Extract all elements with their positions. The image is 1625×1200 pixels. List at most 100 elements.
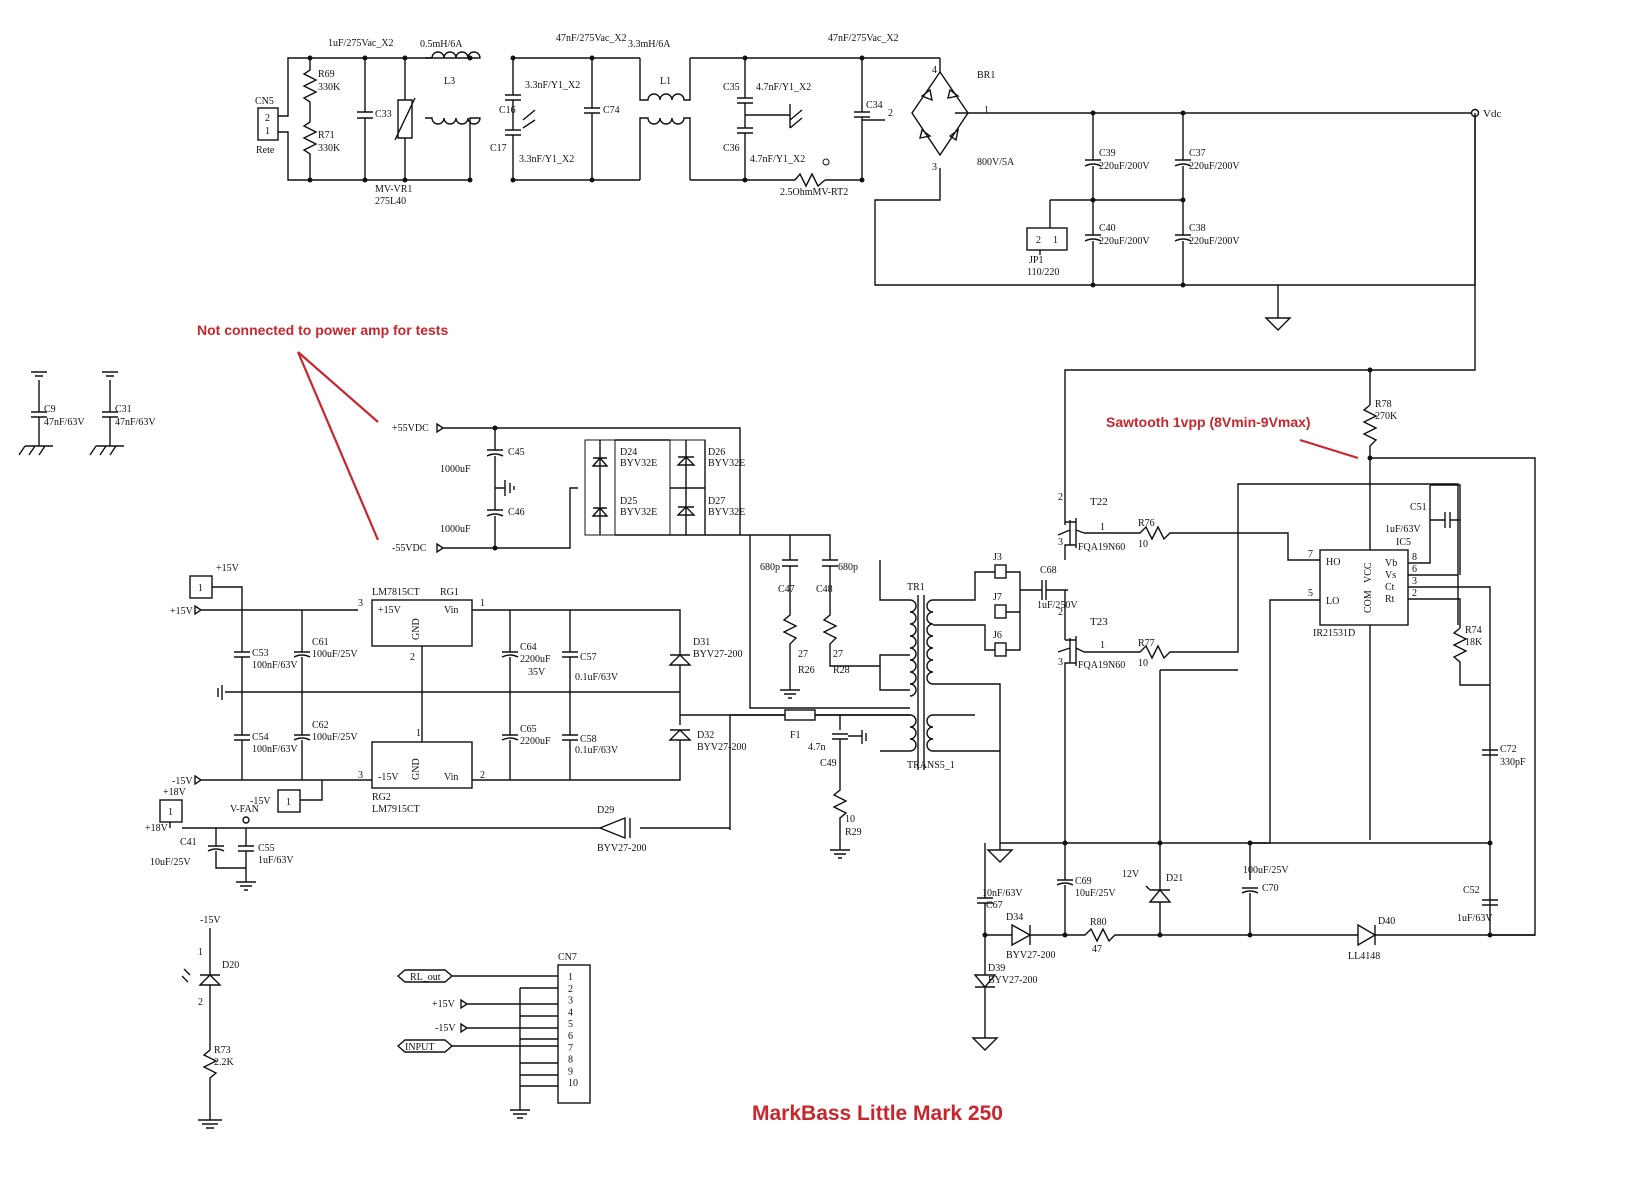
input-label: INPUT xyxy=(405,1042,434,1053)
c67-value: 10nF/63V xyxy=(982,888,1023,899)
c70-label: C70 xyxy=(1262,883,1279,894)
c31-cap xyxy=(89,371,124,456)
low-side-ground-bus xyxy=(986,842,1490,880)
r73-label: R73 xyxy=(214,1045,231,1056)
not-connected-annotation: Not connected to power amp for tests xyxy=(197,322,448,338)
ic5-ho-pin: HO xyxy=(1326,557,1340,568)
cn7-pin-8: 8 xyxy=(568,1055,573,1066)
c-top2-value: 47nF/275Vac_X2 xyxy=(556,33,627,44)
r69-value: 330K xyxy=(318,82,341,93)
c57-c58-caps xyxy=(562,610,578,780)
r77-gate-path xyxy=(1084,483,1459,660)
c37-label: C37 xyxy=(1189,148,1206,159)
c64-c65-caps xyxy=(501,610,519,780)
snubber-ground-icon xyxy=(780,689,800,699)
rl-out-label: RL_out xyxy=(410,972,441,983)
j7-label: J7 xyxy=(993,592,1002,603)
d26-d27-diodes xyxy=(670,440,705,535)
t22-pin-g: 1 xyxy=(1100,522,1105,533)
r78-label: R78 xyxy=(1375,399,1392,410)
trans-label: TRANS5_1 xyxy=(907,760,955,771)
c51-label: C51 xyxy=(1410,502,1427,513)
c74-cap xyxy=(584,58,600,180)
p15-connector-wire xyxy=(212,586,358,611)
n15-connector-label: -15V xyxy=(250,796,271,807)
c54-value: 100nF/63V xyxy=(252,744,298,755)
c9-value: 47nF/63V xyxy=(44,417,85,428)
led-light-icon xyxy=(181,968,191,983)
rg2-gnd-label: GND xyxy=(411,758,422,780)
n15-connector-wire xyxy=(300,780,323,801)
c41-c55-caps xyxy=(207,828,256,891)
t22-pin-d: 2 xyxy=(1058,492,1063,503)
c58-value: 0.1uF/63V xyxy=(575,745,619,756)
cn7-pin-2: 2 xyxy=(568,984,573,995)
d24-d25-diodes xyxy=(591,440,609,535)
c55-value: 1uF/63V xyxy=(258,855,294,866)
d25-value: BYV32E xyxy=(620,507,657,518)
d40-label: D40 xyxy=(1378,916,1395,927)
r26-label: R26 xyxy=(798,665,815,676)
cn5-label: CN5 xyxy=(255,96,274,107)
f1-label: F1 xyxy=(790,730,801,741)
l1-label: L1 xyxy=(660,76,671,87)
r69-r71-resistors xyxy=(302,58,318,180)
cn5-pin1: 1 xyxy=(265,126,270,137)
d20-pin2: 2 xyxy=(198,997,203,1008)
br1-pin1: 1 xyxy=(984,105,989,116)
c72-value: 330pF xyxy=(1500,757,1526,768)
d39-value: BYV27-200 xyxy=(988,975,1037,986)
c17-label: C17 xyxy=(490,143,507,154)
j6-jumper xyxy=(994,642,1007,657)
rail-55-ports xyxy=(436,422,495,554)
ic5-pin6: 6 xyxy=(1412,564,1417,575)
p15-port xyxy=(194,604,242,616)
t22-label: T22 xyxy=(1090,496,1108,508)
l1-common-mode-choke xyxy=(639,58,691,180)
cn7-pin-3: 3 xyxy=(568,996,573,1007)
cn5-rete-label: Rete xyxy=(256,145,275,156)
c68-cap xyxy=(1041,580,1047,600)
d31-value: BYV27-200 xyxy=(693,649,742,660)
d21-label: D21 xyxy=(1166,873,1183,884)
ac-input-rails xyxy=(278,57,470,181)
j7-jumper xyxy=(994,604,1007,619)
d27-value: BYV32E xyxy=(708,507,745,518)
cn7-n15-label: -15V xyxy=(435,1023,456,1034)
d26-value: BYV32E xyxy=(708,458,745,469)
n15-rail xyxy=(194,745,681,786)
l3-winding-top xyxy=(425,51,481,59)
c68-wiring xyxy=(1006,571,1068,651)
n15-connector-box xyxy=(277,789,301,813)
secondary-rails xyxy=(495,427,741,549)
c41-label: C41 xyxy=(180,837,197,848)
tr1-secondary-winding xyxy=(909,599,917,752)
ic5-lo-pin: LO xyxy=(1326,596,1339,607)
c34-label: C34 xyxy=(866,100,883,111)
c47-label: C47 xyxy=(778,584,795,595)
p18-connector-box xyxy=(159,799,183,823)
r29-value: 10 xyxy=(845,814,855,825)
ic5-part: IR21531D xyxy=(1313,628,1355,639)
cn7-pin-5: 5 xyxy=(568,1019,573,1030)
bridge-links xyxy=(615,439,750,536)
r80-label: R80 xyxy=(1090,917,1107,928)
j3-label: J3 xyxy=(993,552,1002,563)
c64-label: C64 xyxy=(520,642,537,653)
d31-d32-diodes xyxy=(668,645,692,745)
j6-label: J6 xyxy=(993,630,1002,641)
t23-value: FQA19N60 xyxy=(1078,660,1125,671)
d34-label: D34 xyxy=(1006,912,1023,923)
c35-ground-symbol xyxy=(789,104,803,129)
vdc-label: Vdc xyxy=(1483,108,1501,120)
ic5-vs-pin: Vs xyxy=(1385,570,1396,581)
br1-pin4: 4 xyxy=(932,65,937,76)
c62-value: 100uF/25V xyxy=(312,732,358,743)
cn7-pin-7: 7 xyxy=(568,1043,573,1054)
rg1-gnd-label: GND xyxy=(411,618,422,640)
r77-value: 10 xyxy=(1138,658,1148,669)
rg1-in-label: Vin xyxy=(444,605,458,616)
rg2-out-label: -15V xyxy=(378,772,399,783)
c9-c31-section: C9 47nF/63V C31 47nF/63V xyxy=(18,371,156,456)
